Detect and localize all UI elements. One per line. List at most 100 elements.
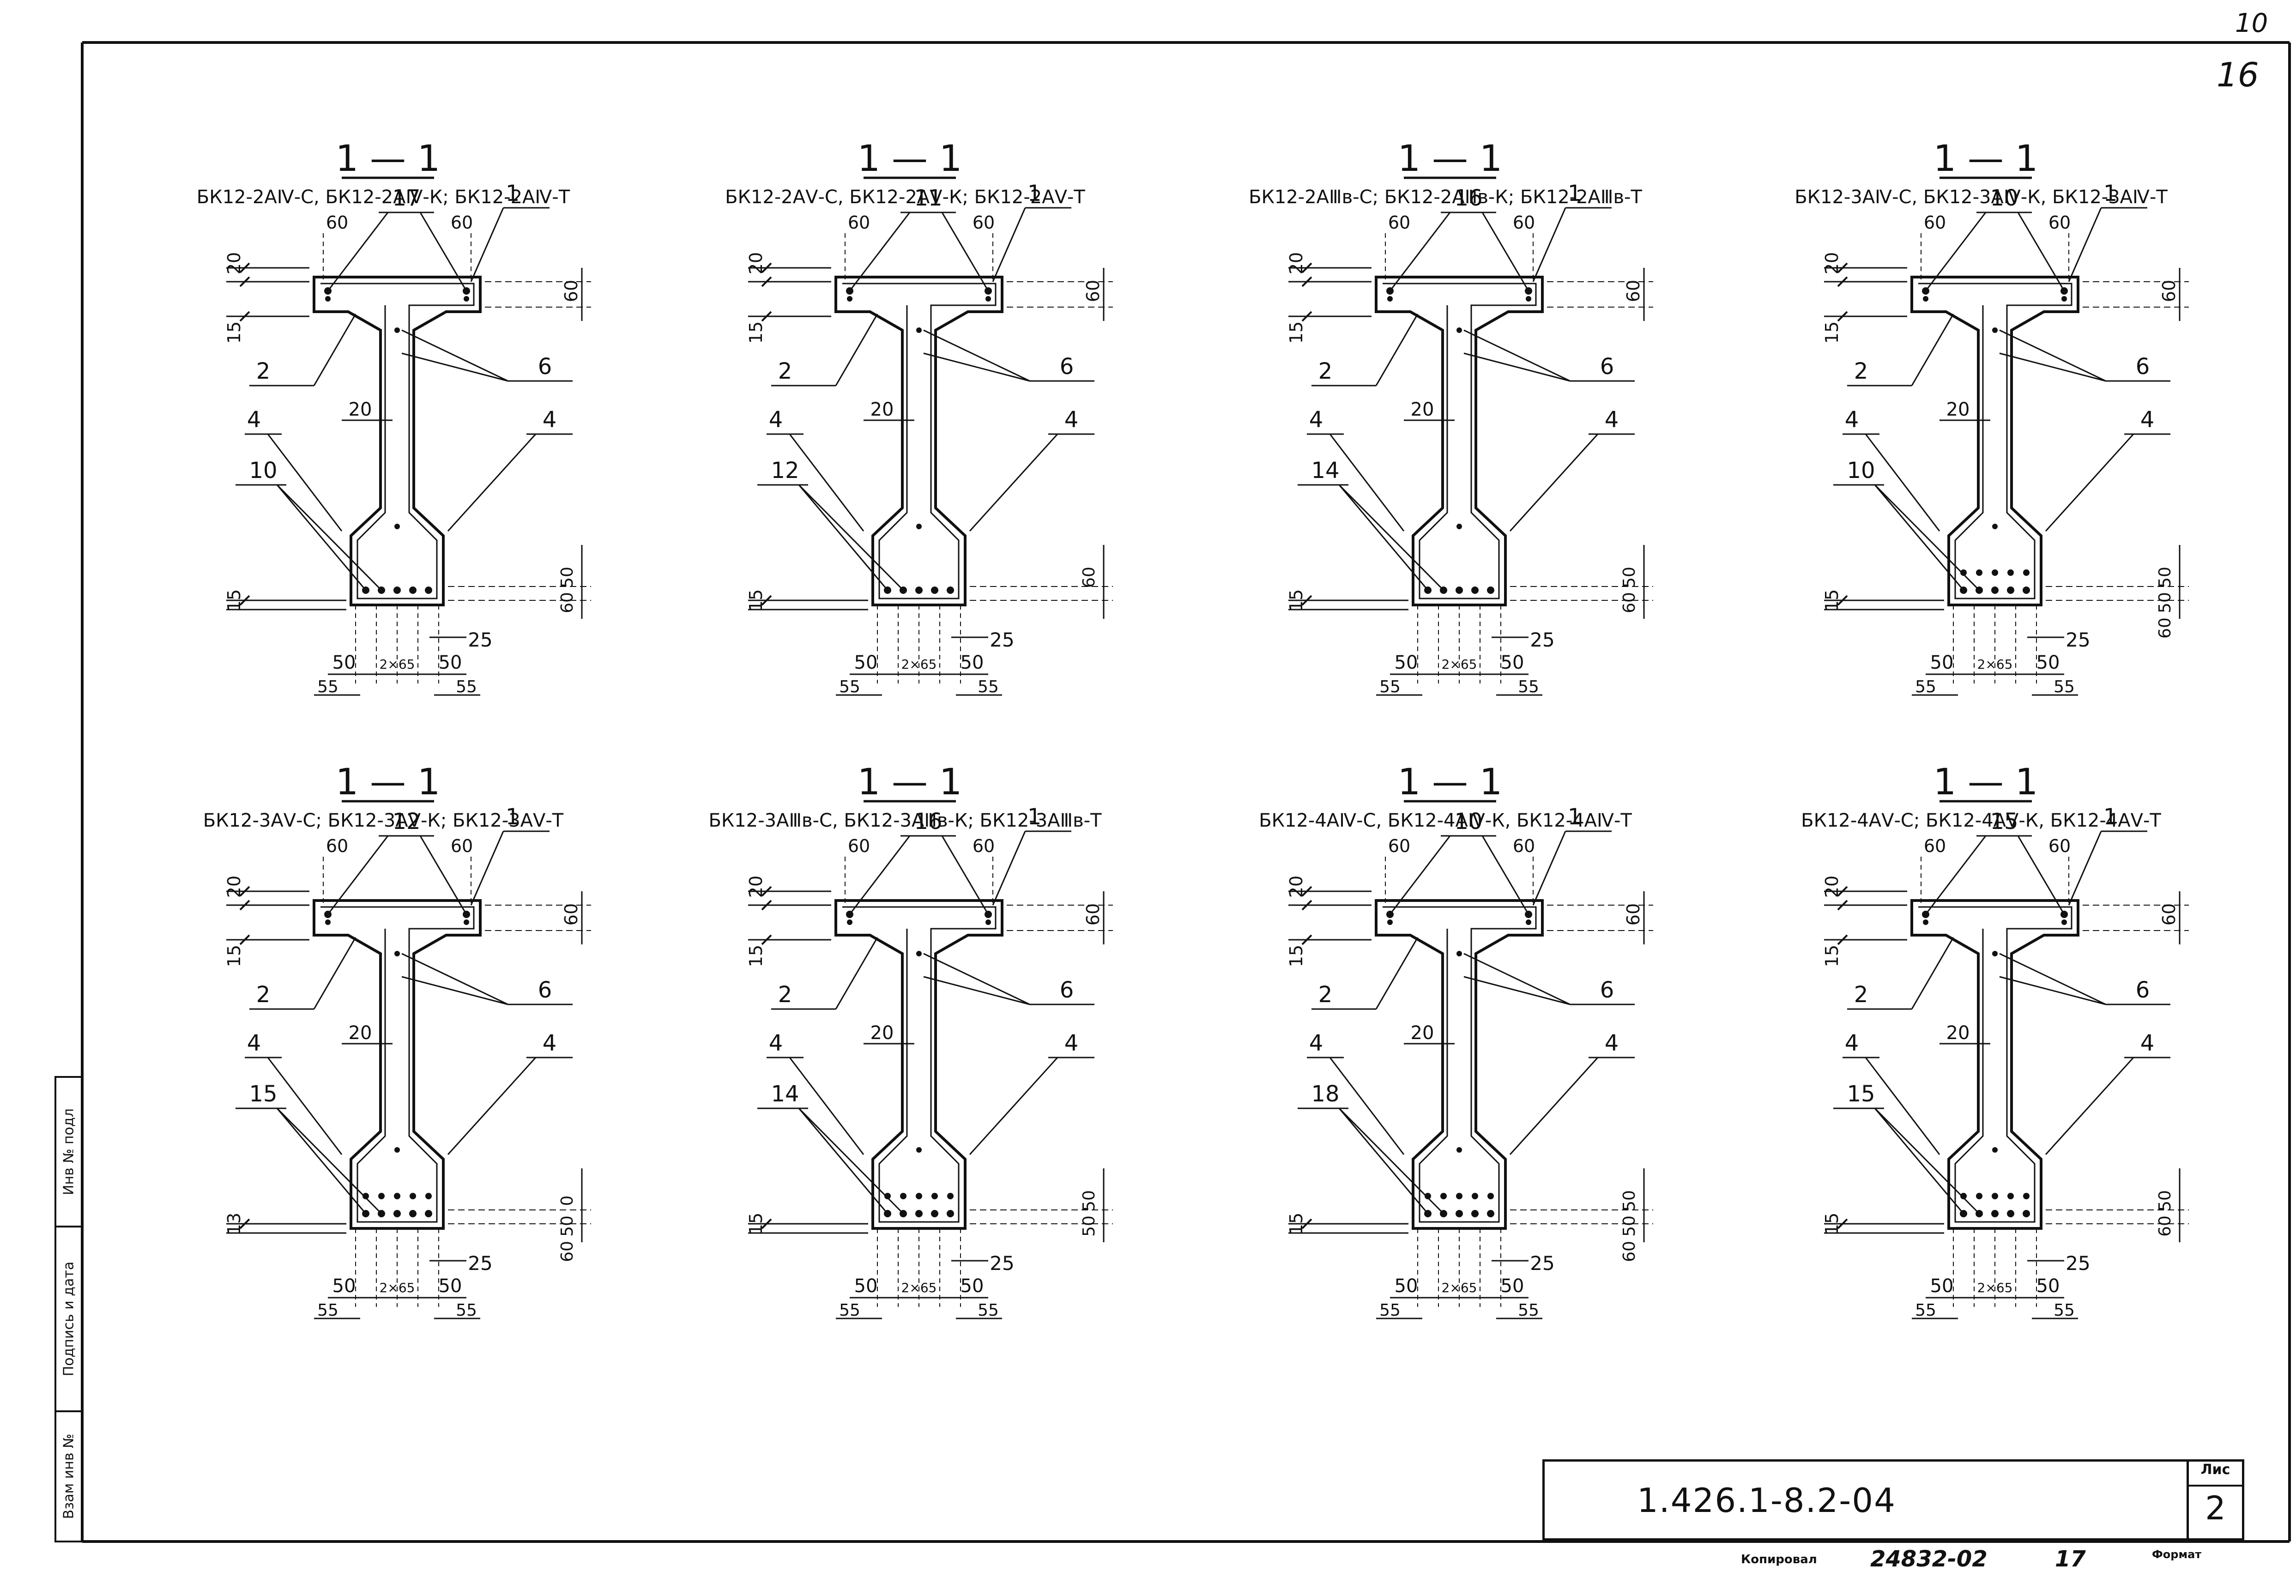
pos2-label: 2 [1854,982,1868,1008]
top-bars-label: 10 [1454,809,1482,834]
bottom-bars-label: 14 [1311,458,1339,484]
web-thickness: 20 [1411,1022,1434,1044]
top-bar-left-lower [1923,296,1928,302]
bottom-cov25: 25 [2066,629,2090,651]
bottom-edge-left: 55 [317,1301,338,1320]
stamp-label-inv: Инв № подл [60,1108,77,1195]
dim-flange-cov: 15 [746,945,766,967]
leader-pos2 [1911,937,1954,1010]
leader-pos1 [470,831,504,906]
bottom-bar-upper [410,1193,416,1199]
bottom-right-dim: 50 [558,1215,577,1237]
section-marks: БК12-3АⅣ-С, БК12-3АⅣ-К, БК12-3АⅣ-Т [1795,187,2168,208]
bottom-bar-upper [1472,1193,1478,1199]
bottom-bar-upper [1992,569,1998,576]
dim-flange-cov: 15 [1822,945,1842,967]
tick [239,934,250,945]
leader-pos4-left [789,434,864,532]
dim-cov20: 20 [1822,252,1842,274]
leader-botbars-b [1338,484,1444,591]
bottom-bar [2007,586,2014,594]
bottom-dim-left: 50 [854,1276,878,1297]
bottom-right-dim: 50 [1620,1215,1639,1237]
bottom-bar [1456,1210,1463,1217]
stirrup-line [1918,283,2072,599]
leader-pos1 [992,207,1026,282]
pos2-label: 2 [256,358,271,384]
web-thickness: 20 [1946,1022,1970,1044]
top-bar-right-lower [464,296,469,302]
pos4-left-label: 4 [1309,407,1323,433]
bottom-cov25: 25 [990,1252,1014,1275]
dim-cov20: 20 [1822,876,1842,898]
bottom-dim-mid: 2×65 [380,657,415,672]
bottom-edge-left: 55 [1379,677,1401,696]
bottom-right-dim: 50 [558,567,577,588]
section-marks: БК12-3АⅤ-С; БК12-3АⅤ-К; БК12-3АⅤ-Т [203,810,564,831]
tick [761,900,772,911]
dim-flange-h: 60 [2159,280,2179,302]
leader-topbars-right [1481,835,1529,915]
dim-bottom-cov: 13 [224,1213,244,1235]
leader-topbars-left [849,212,911,291]
bottom-dim-left: 50 [854,652,878,673]
top-bar-right-lower [1526,919,1531,925]
leader-topbars-left [1925,212,1987,291]
stamp-label-sign: Подпись и дата [60,1261,77,1377]
bottom-dim-mid: 2×65 [380,1280,415,1295]
web-thickness: 20 [349,399,372,420]
dim-cov20: 20 [746,252,766,274]
tick [1837,934,1848,945]
bottom-right-dim: 60 [1620,592,1639,613]
leader-pos6-a [1999,329,2106,382]
bottom-right-dim: 50 [2156,1190,2175,1211]
top-dim-right: 60 [1513,836,1535,856]
web-bar-bottom [916,1147,922,1153]
bottom-dim-mid: 2×65 [1977,1280,2013,1295]
leader-botbars-a [276,1108,367,1214]
bottom-bar-upper [884,1193,891,1199]
dim-flange-h: 60 [2159,903,2179,925]
top-dim-left: 60 [326,212,348,233]
drawing-code: 1.426.1-8.2-04 [1637,1481,1896,1520]
bottom-bar [1456,586,1463,594]
bottom-bar [2007,1210,2014,1217]
leader-botbars-b [276,484,382,591]
web-thickness: 20 [870,399,894,420]
leader-pos6-b [923,976,1030,1005]
pos2-label: 2 [778,358,792,384]
section-cut-label: 1 — 1 [336,138,441,180]
leader-pos1 [2068,831,2102,906]
top-dim-right: 60 [1513,212,1535,233]
bottom-bar [1991,1210,1999,1217]
top-bar-left-lower [325,296,331,302]
archive-number: 24832-02 [1870,1546,1988,1572]
leader-pos2 [835,937,878,1010]
tick [1837,595,1848,606]
bottom-dim-right: 50 [439,1276,462,1297]
stamp-cell-replace: Взам инв № [56,1410,81,1541]
leader-pos1 [1532,207,1566,282]
bottom-dim-right: 50 [1501,1276,1524,1297]
web-bar-top [916,951,922,956]
corner-top-number: 10 [2235,8,2268,38]
dim-bottom-cov: 15 [746,1213,766,1235]
dim-flange-h: 60 [1083,903,1103,925]
pos4-right-label: 4 [543,1030,557,1056]
leader-pos4-left [267,1057,343,1155]
bottom-bar-upper [1487,1193,1494,1199]
bottom-dim-mid: 2×65 [901,1280,937,1295]
top-dim-left: 60 [848,836,870,856]
dim-flange-h: 60 [1083,280,1103,302]
leader-topbars-right [1481,212,1529,291]
bottom-bars-label: 15 [1847,1081,1875,1107]
dim-flange-cov: 15 [224,321,244,344]
leader-topbars-right [941,835,989,915]
section-cut-label: 1 — 1 [858,762,962,803]
dim-flange-cov: 15 [1286,321,1306,344]
web-bar-top [394,327,400,333]
bottom-edge-left: 55 [839,677,860,696]
bottom-bar-upper [1960,569,1967,576]
leader-topbars-left [327,212,389,291]
